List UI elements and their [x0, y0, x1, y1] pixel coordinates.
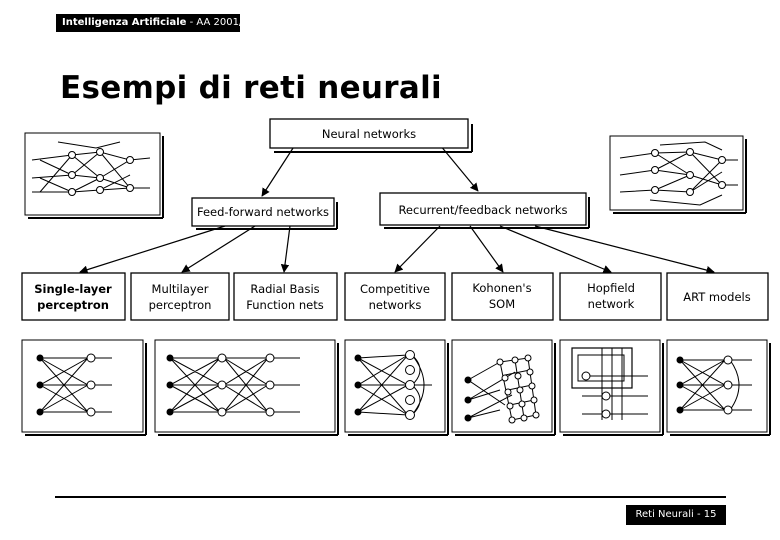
- kohonen-som-illustration: [451, 339, 556, 436]
- root-node: Neural networks: [269, 118, 473, 153]
- leaf-art: ART models: [666, 272, 769, 321]
- feedforward-thumbnail: [24, 132, 164, 219]
- academic-year: AA 2001/2002: [196, 17, 268, 28]
- competitive-network-illustration: [344, 339, 449, 436]
- branch-feed-forward: Feed-forward networks: [191, 197, 338, 230]
- multilayer-network-illustration: [154, 339, 339, 436]
- leaf-label-line2: SOM: [489, 297, 515, 311]
- footer-rule: [55, 496, 726, 498]
- leaf-label-line2: Function nets: [246, 298, 323, 312]
- slide-footer: Reti Neurali - 15: [626, 505, 726, 525]
- branch-label-feed-forward: Feed-forward networks: [197, 205, 329, 219]
- leaf-radial-basis: Radial Basis Function nets: [233, 272, 338, 321]
- hopfield-network-illustration: [559, 339, 664, 436]
- single-layer-network-illustration: [21, 339, 147, 436]
- leaf-competitive: Competitive networks: [344, 272, 446, 321]
- leaf-label-line1: Multilayer: [152, 282, 209, 296]
- leaf-kohonen: Kohonen's SOM: [451, 272, 554, 321]
- art-model-illustration: [666, 339, 771, 436]
- recurrent-thumbnail: [609, 135, 747, 214]
- connector-lines: [79, 144, 715, 275]
- leaf-label-line1: Single-layer: [34, 282, 112, 296]
- leaf-label-line2: network: [588, 297, 635, 311]
- leaf-multilayer: Multilayer perceptron: [130, 272, 230, 321]
- leaf-label-line1: Hopfield: [587, 281, 635, 295]
- leaf-label-line1: Kohonen's: [472, 281, 531, 295]
- branch-label-recurrent: Recurrent/feedback networks: [398, 203, 567, 217]
- leaf-single-layer: Single-layer perceptron: [21, 272, 126, 321]
- root-label: Neural networks: [322, 127, 416, 141]
- leaf-label-line2: networks: [369, 298, 422, 312]
- leaf-label-line1: Radial Basis: [250, 282, 319, 296]
- leaf-label-line1: Competitive: [360, 282, 430, 296]
- page-title: Esempi di reti neurali: [60, 70, 442, 106]
- leaf-label-line2: perceptron: [37, 298, 109, 312]
- header-separator: -: [186, 17, 197, 28]
- leaf-label-line1: ART models: [683, 290, 751, 304]
- course-name: Intelligenza Artificiale: [62, 17, 187, 28]
- course-header: Intelligenza Artificiale - AA 2001/2002: [56, 14, 268, 32]
- leaf-hopfield: Hopfield network: [559, 272, 662, 321]
- leaf-label-line2: perceptron: [149, 298, 212, 312]
- branch-recurrent: Recurrent/feedback networks: [379, 192, 590, 229]
